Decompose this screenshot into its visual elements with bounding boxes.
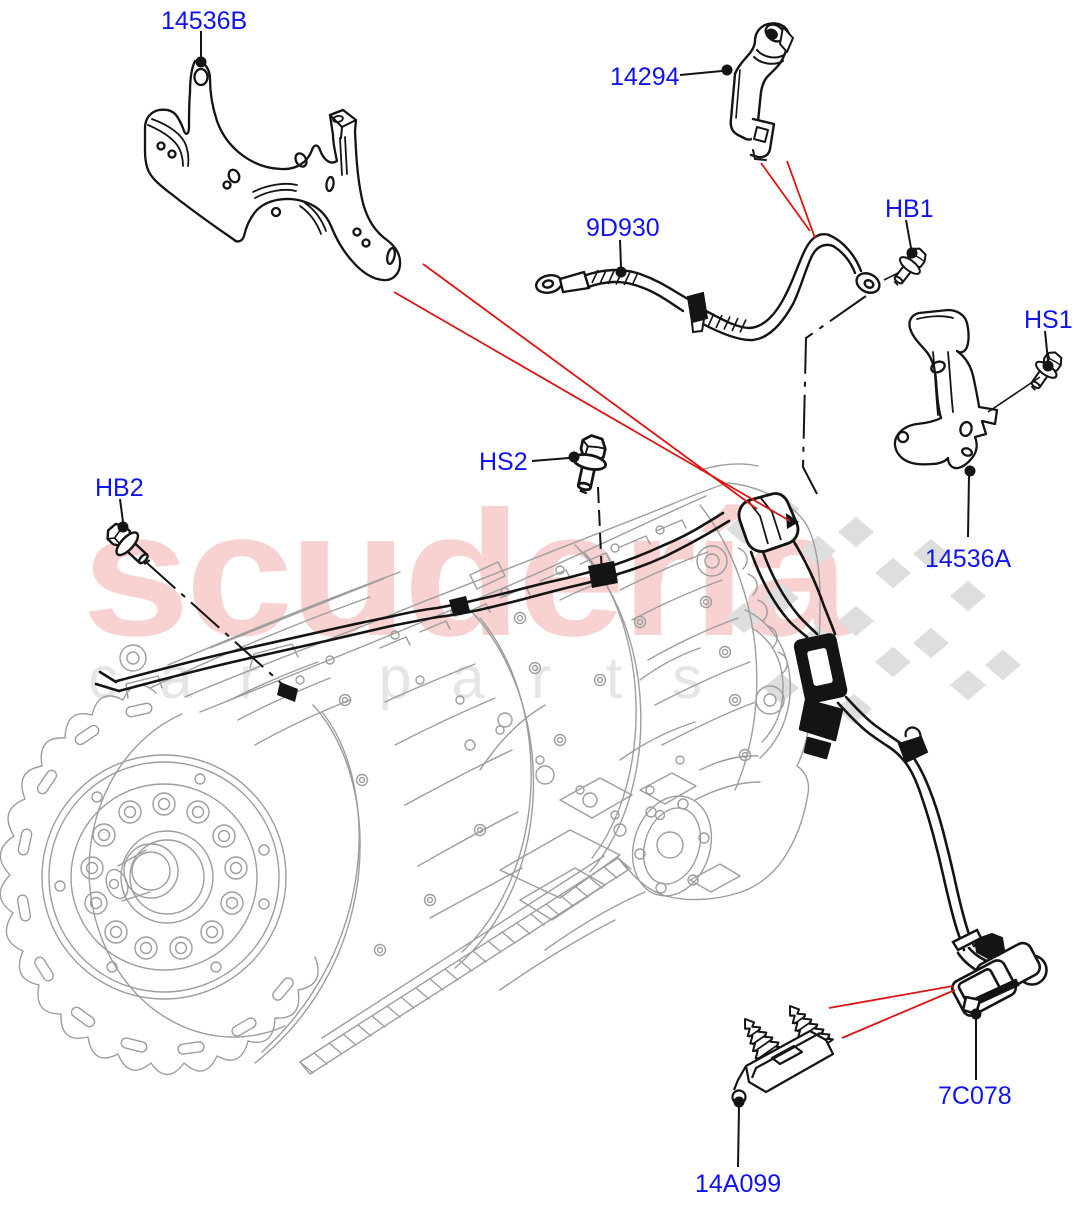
- svg-text:14536A: 14536A: [925, 545, 1012, 573]
- svg-text:14294: 14294: [610, 63, 680, 91]
- svg-text:14536B: 14536B: [161, 7, 247, 35]
- svg-text:p: p: [379, 645, 412, 711]
- svg-text:c: c: [88, 645, 118, 711]
- svg-text:9D930: 9D930: [586, 214, 660, 242]
- svg-text:HS2: HS2: [479, 448, 528, 476]
- svg-text:7C078: 7C078: [938, 1082, 1012, 1110]
- svg-text:HB1: HB1: [885, 195, 934, 223]
- svg-text:14A099: 14A099: [695, 1170, 781, 1198]
- svg-text:s: s: [672, 645, 702, 711]
- svg-text:r: r: [531, 645, 551, 711]
- svg-text:t: t: [606, 645, 622, 711]
- svg-text:a: a: [452, 645, 485, 711]
- svg-text:scudería: scudería: [82, 474, 851, 673]
- svg-text:HB2: HB2: [95, 474, 144, 502]
- svg-text:HS1: HS1: [1024, 306, 1073, 334]
